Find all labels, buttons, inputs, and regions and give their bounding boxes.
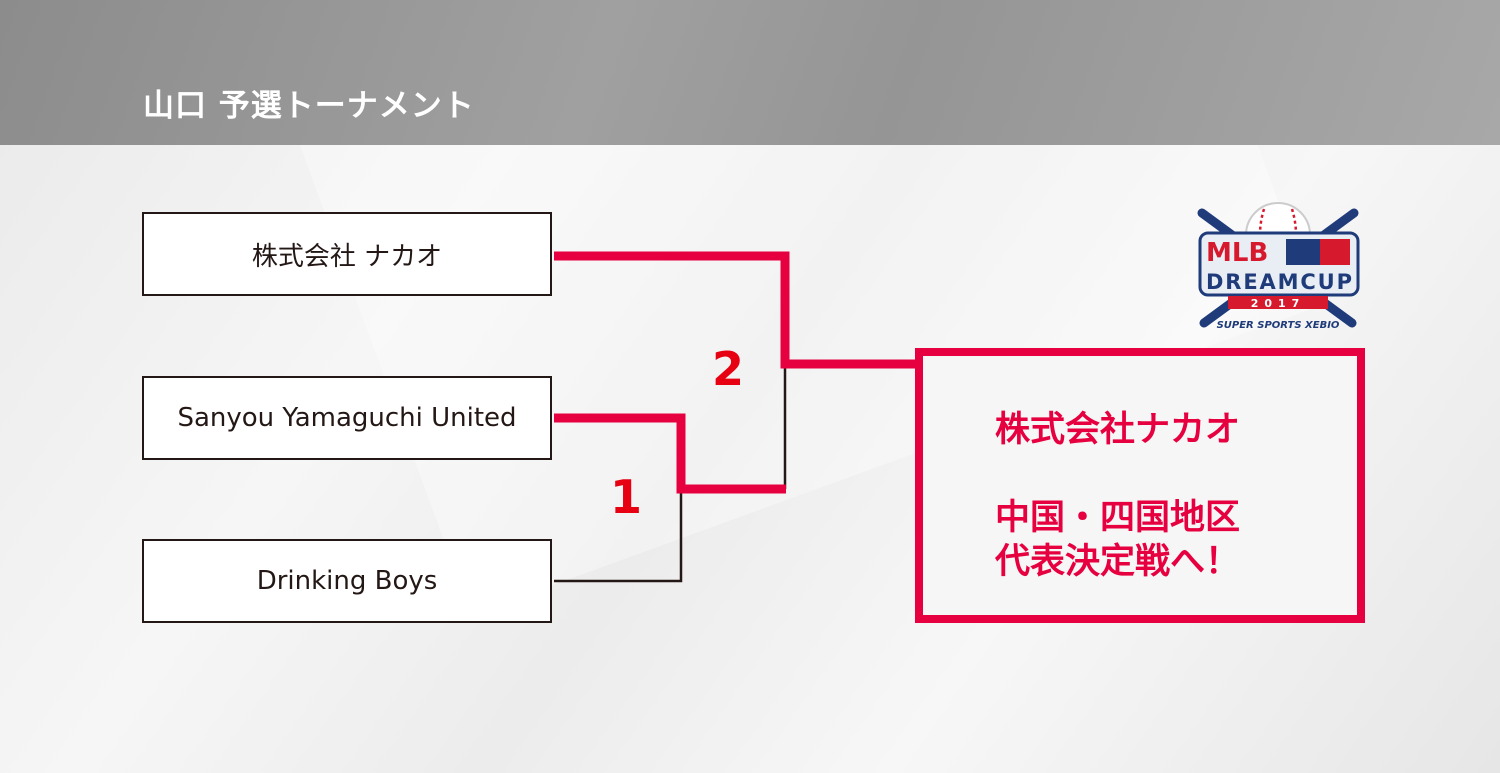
result-line-1: 中国・四国地区 [995, 498, 1241, 538]
round-number-1: 1 [610, 470, 643, 524]
team-box-nakao: 株式会社 ナカオ [142, 212, 552, 296]
team-name: 株式会社 ナカオ [251, 241, 443, 272]
svg-text:DREAMCUP: DREAMCUP [1206, 270, 1352, 294]
svg-text:SUPER SPORTS XEBIO: SUPER SPORTS XEBIO [1217, 320, 1340, 331]
svg-text:2017: 2017 [1251, 297, 1306, 310]
bracket-line-match1-winner [554, 413, 786, 494]
team-name: Sanyou Yamaguchi United [177, 403, 517, 433]
mlb-dreamcup-logo: MLB DREAMCUP 2017 SUPER SPORTS XEBIO [1197, 202, 1360, 331]
bracket-line-match1-loser [554, 489, 683, 583]
result-box: 株式会社ナカオ 中国・四国地区 代表決定戦へ！ [915, 348, 1365, 623]
bracket-line-match2-winner [554, 251, 918, 369]
header-bar: 山口 予選トーナメント [0, 0, 1500, 145]
result-line-2: 代表決定戦へ！ [995, 542, 1241, 582]
team-box-drinking-boys: Drinking Boys [142, 539, 552, 623]
winner-name: 株式会社ナカオ [995, 410, 1241, 450]
svg-text:MLB: MLB [1206, 238, 1268, 268]
round-number-2: 2 [712, 342, 745, 396]
team-name: Drinking Boys [256, 566, 438, 596]
team-box-sanyou: Sanyou Yamaguchi United [142, 376, 552, 460]
page-title: 山口 予選トーナメント [143, 88, 475, 124]
